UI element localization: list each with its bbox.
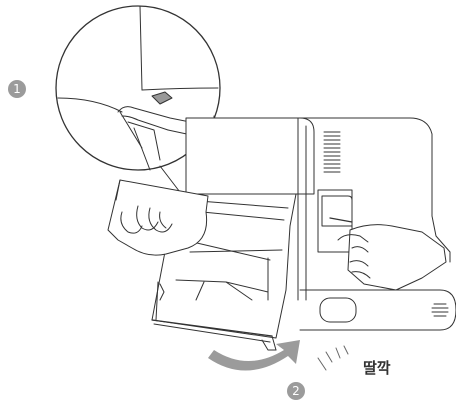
curved-arrow-icon (208, 340, 300, 371)
click-sound-label: 딸깍 (363, 357, 391, 378)
right-hand-icon (338, 225, 446, 290)
step-1-badge: 1 (8, 80, 26, 98)
vent-grille (324, 132, 340, 172)
click-sound-lines-icon (318, 346, 348, 370)
step-2-badge: 2 (287, 382, 305, 400)
